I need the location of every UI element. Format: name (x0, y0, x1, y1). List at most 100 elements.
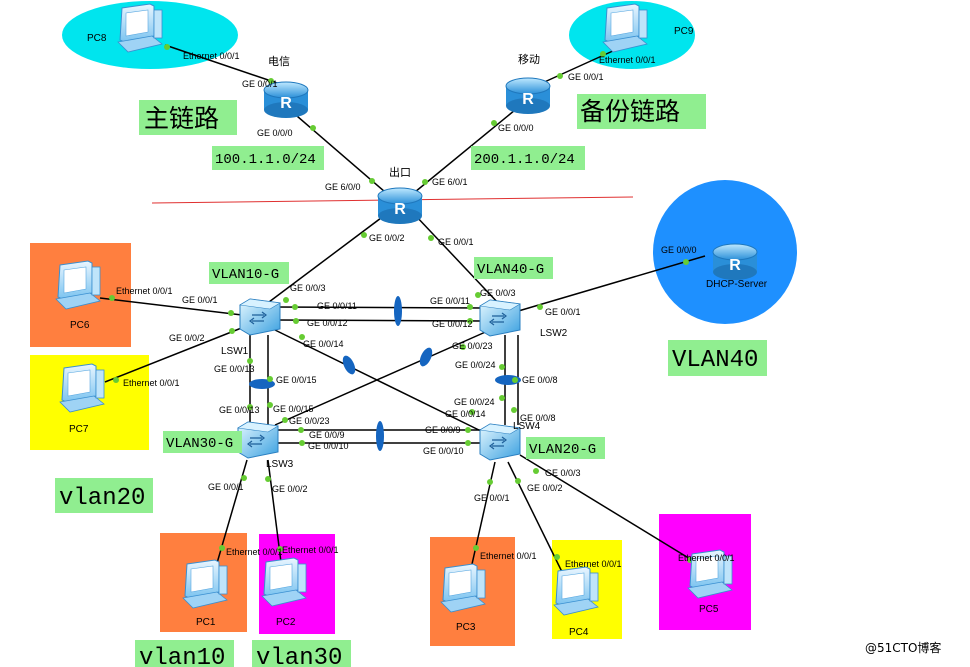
port-label: GE 0/0/3 (290, 283, 326, 293)
pc2-icon[interactable] (261, 557, 307, 607)
link-dhcp-lsw2 (514, 255, 706, 313)
port-label: GE 0/0/15 (276, 375, 317, 385)
link-lsw1-lsw4 (274, 329, 486, 434)
port-label: GE 0/0/9 (425, 425, 461, 435)
name-lsw3: LSW3 (266, 459, 294, 470)
router-dhcp-icon[interactable] (712, 243, 758, 281)
name-mobile: 移动 (518, 53, 540, 66)
port-label: GE 0/0/12 (432, 319, 473, 329)
port-label: GE 0/0/11 (430, 296, 470, 306)
name-pc6: PC6 (70, 320, 90, 331)
label-backup-link: 备份链路 (580, 97, 680, 126)
port-label: Ethernet 0/0/1 (599, 55, 656, 65)
device-names: PC8 PC9 电信 移动 出口 DHCP-Server LSW1 LSW2 L… (69, 26, 768, 638)
port-label: GE 0/0/3 (545, 468, 581, 478)
router-mobile-icon[interactable] (505, 77, 551, 115)
port-label: GE 0/0/2 (272, 484, 308, 494)
port-label: GE 0/0/1 (545, 307, 581, 317)
lsw1-icon[interactable] (239, 298, 281, 336)
port-label: GE 0/0/14 (303, 339, 344, 349)
label-vlan30: vlan30 (256, 645, 342, 667)
port-label: GE 0/0/2 (169, 333, 205, 343)
label-vlan10: vlan10 (139, 645, 225, 667)
name-pc7: PC7 (69, 424, 89, 435)
name-lsw1: LSW1 (221, 346, 249, 357)
link-marker-lsw1-lsw4 (342, 355, 356, 375)
port-label: GE 0/0/11 (317, 301, 357, 311)
link-exit-lsw1 (264, 214, 386, 306)
pc6-icon[interactable] (55, 260, 101, 310)
name-pc2: PC2 (276, 617, 296, 628)
port-label: GE 0/0/8 (522, 375, 558, 385)
link-lsw4-pc5 (519, 454, 701, 566)
name-lsw2: LSW2 (540, 328, 568, 339)
port-label: GE 0/0/24 (455, 360, 496, 370)
port-label: GE 0/0/14 (445, 409, 486, 419)
name-pc3: PC3 (456, 622, 476, 633)
port-label: GE 0/0/2 (369, 233, 405, 243)
port-label: GE 0/0/3 (480, 288, 516, 298)
port-label: GE 0/0/23 (289, 416, 330, 426)
port-label: GE 0/0/8 (520, 413, 556, 423)
port-label: Ethernet 0/0/1 (480, 551, 537, 561)
port-label: GE 0/0/1 (568, 72, 604, 82)
link-telecom-exit (289, 109, 386, 193)
port-label: GE 0/0/1 (182, 295, 218, 305)
link-marker-lsw3-lsw2 (419, 347, 433, 367)
name-lsw4: LSW4 (513, 421, 541, 432)
link-mobile-exit (414, 109, 516, 193)
label-vlan40: VLAN40 (672, 347, 758, 374)
label-vlan20: vlan20 (59, 485, 145, 512)
port-label: GE 0/0/13 (214, 364, 255, 374)
link-pc6-lsw1 (99, 297, 243, 316)
port-label: GE 0/0/10 (423, 446, 464, 456)
pc1-icon[interactable] (182, 559, 228, 609)
name-exit: 出口 (389, 165, 411, 179)
port-label: GE 6/0/0 (325, 182, 361, 192)
port-label: Ethernet 0/0/1 (565, 559, 622, 569)
name-dhcp: DHCP-Server (706, 279, 768, 290)
port-labels: Ethernet 0/0/1 Ethernet 0/0/1 GE 0/0/1 G… (116, 51, 735, 569)
pc7-icon[interactable] (59, 363, 105, 413)
link-lsw3-lsw2 (274, 329, 491, 426)
label-net-mobile: 200.1.1.0/24 (474, 152, 575, 168)
port-label: GE 0/0/12 (307, 318, 348, 328)
port-label: GE 6/0/1 (432, 177, 468, 187)
lsw3-icon[interactable] (237, 421, 279, 459)
pc4-icon[interactable] (553, 566, 599, 616)
port-label: Ethernet 0/0/1 (183, 51, 240, 61)
pc8-icon[interactable] (117, 3, 163, 53)
pc9-icon[interactable] (602, 3, 648, 53)
port-label: Ethernet 0/0/1 (678, 553, 735, 563)
lsw2-icon[interactable] (479, 299, 521, 337)
port-label: Ethernet 0/0/1 (282, 545, 339, 555)
port-label: GE 0/0/1 (208, 482, 244, 492)
port-label: GE 0/0/13 (219, 405, 260, 415)
port-label: Ethernet 0/0/1 (116, 286, 173, 296)
link-exit-lsw2 (414, 214, 501, 306)
port-label: Ethernet 0/0/1 (123, 378, 180, 388)
label-vlan40-g: VLAN40-G (477, 262, 544, 278)
port-label: GE 0/0/15 (273, 404, 314, 414)
pc3-icon[interactable] (440, 563, 486, 613)
port-label: GE 0/0/23 (452, 341, 493, 351)
label-vlan20-g: VLAN20-G (529, 442, 596, 458)
port-label: GE 0/0/1 (242, 79, 278, 89)
links (99, 44, 706, 579)
label-vlan10-g: VLAN10-G (212, 267, 279, 283)
label-net-telecom: 100.1.1.0/24 (215, 152, 316, 168)
name-pc9: PC9 (674, 26, 694, 37)
router-exit-icon[interactable] (377, 187, 423, 225)
eth-trunk-lsw3-lsw4 (376, 421, 384, 451)
name-telecom: 电信 (268, 55, 290, 68)
name-pc5: PC5 (699, 604, 719, 615)
name-pc1: PC1 (196, 617, 216, 628)
port-label: GE 0/0/0 (498, 123, 534, 133)
name-pc4: PC4 (569, 627, 589, 638)
port-label: GE 0/0/1 (474, 493, 510, 503)
link-pc8-telecom (164, 44, 281, 85)
label-vlan30-g: VLAN30-G (166, 436, 233, 452)
port-label: GE 0/0/1 (438, 237, 474, 247)
port-label: GE 0/0/10 (308, 441, 349, 451)
